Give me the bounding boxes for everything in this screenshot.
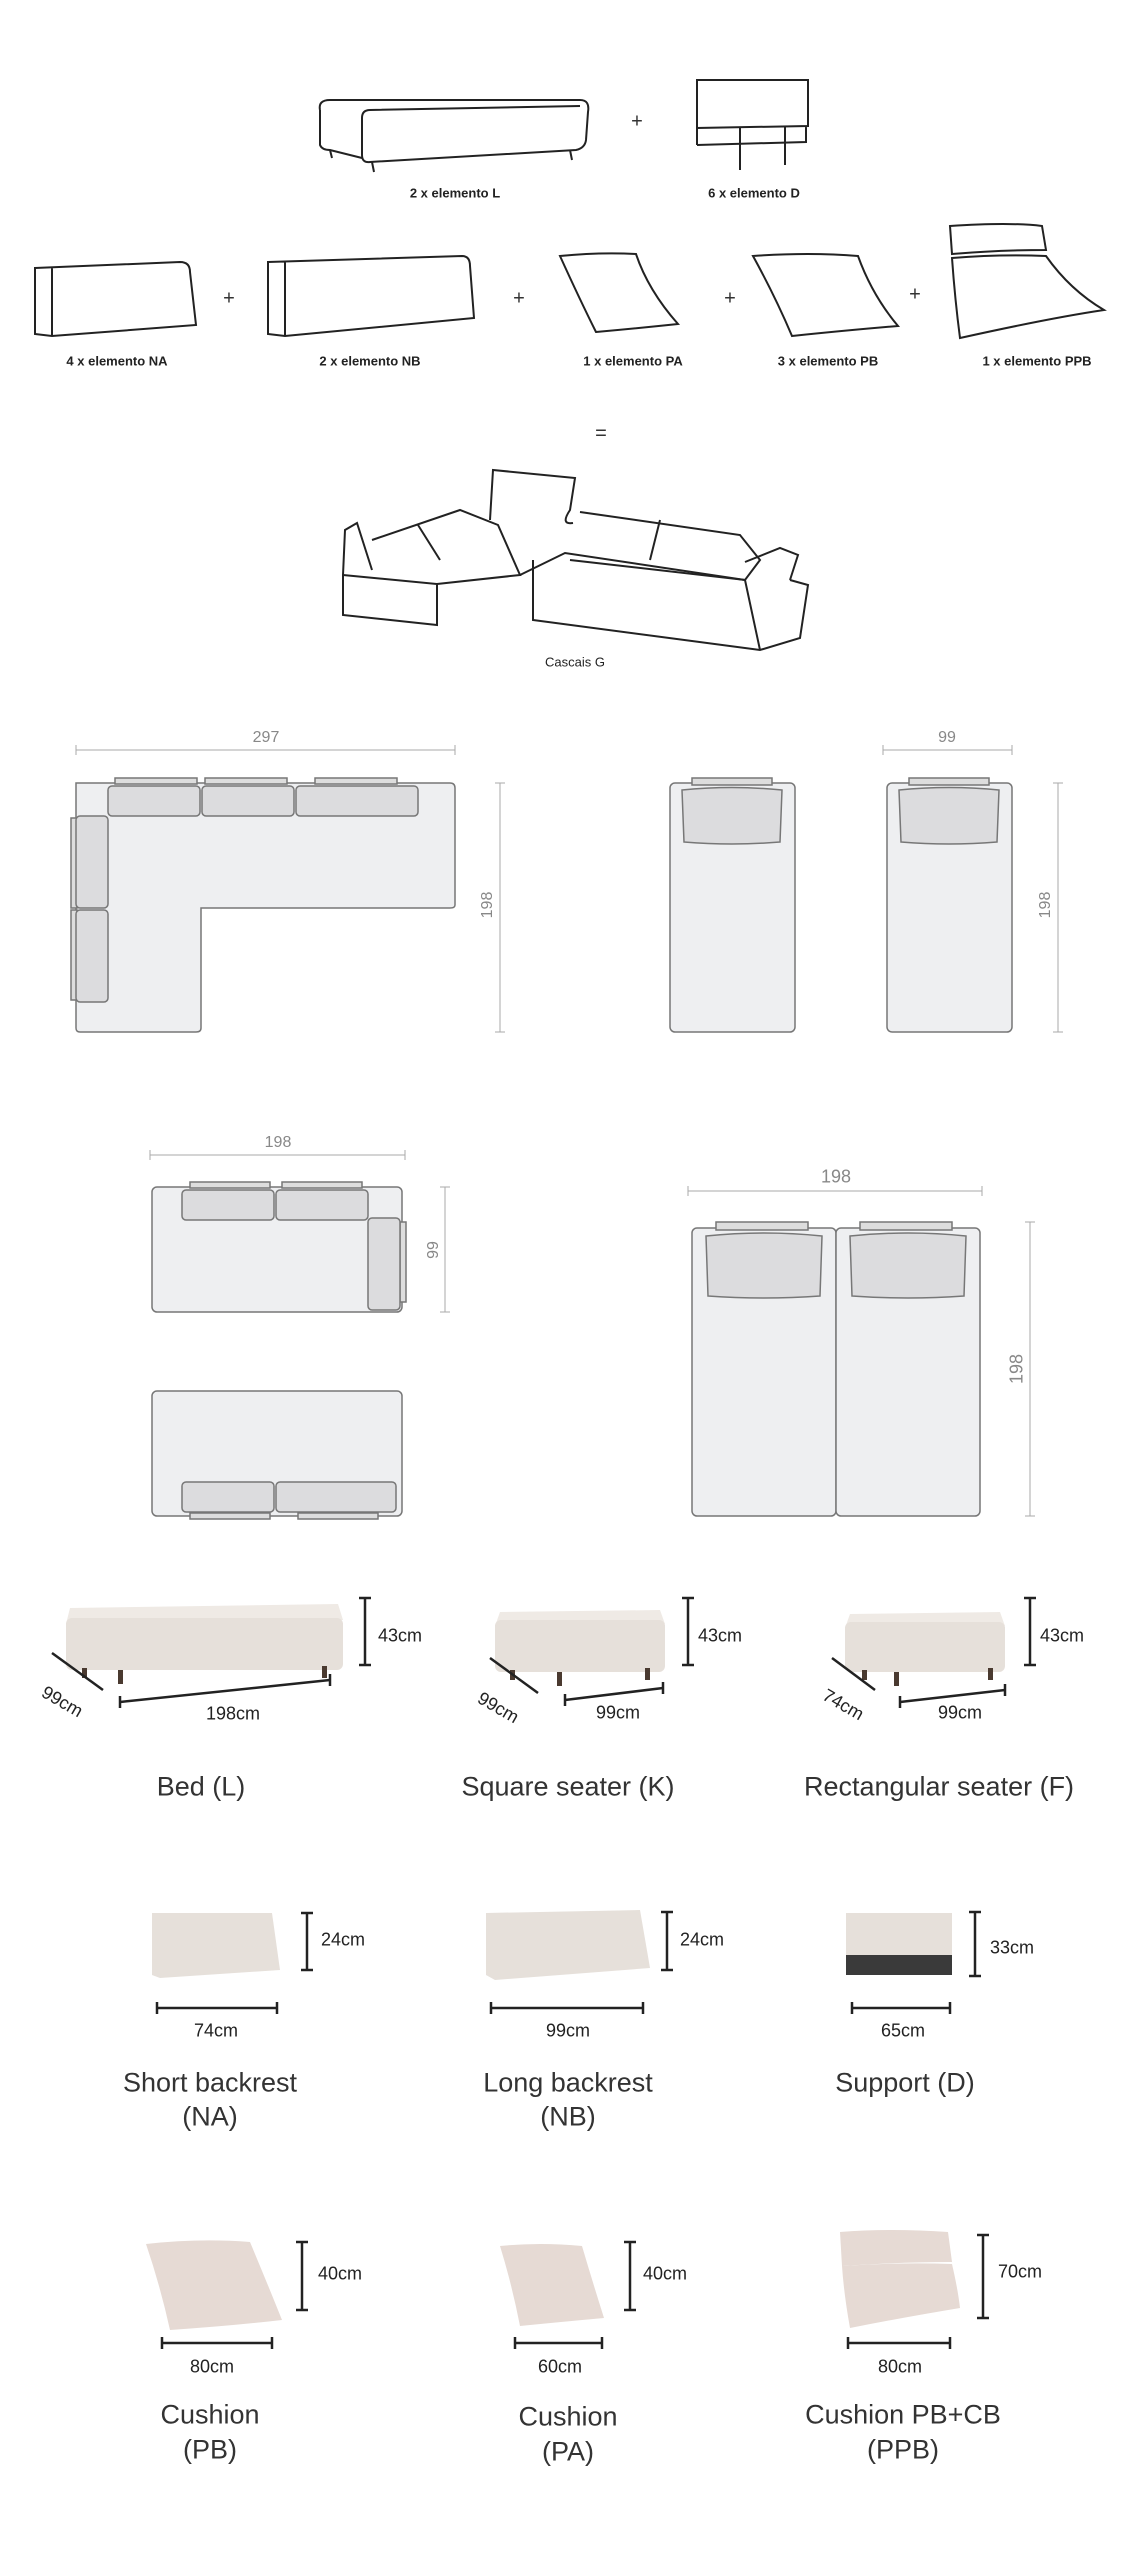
element-na-drawing [34, 260, 198, 338]
bed-l-image [66, 1604, 343, 1684]
support-name: Support (D) [835, 2067, 975, 2098]
long-backrest-height: 24cm [679, 1929, 725, 1950]
cushion-pa-height: 40cm [642, 2263, 688, 2284]
long-backrest-nb-image [486, 1910, 650, 1980]
floorplan-dim-lines-chaise [149, 1150, 450, 1313]
part-label-l: 2 x elemento L [409, 185, 501, 201]
floorplan-dim-lines-singles [882, 745, 1063, 1033]
plus-sign: + [724, 287, 736, 310]
cushion-pa-image [500, 2244, 604, 2326]
part-label-na: 4 x elemento NA [66, 353, 168, 369]
cushion-pa-code: (PA) [542, 2436, 594, 2467]
singles-depth: 198 [1037, 891, 1054, 919]
plus-sign: + [909, 283, 921, 306]
part-label-nb: 2 x elemento NB [319, 353, 421, 369]
l-shape-depth: 198 [479, 891, 496, 919]
bed-height: 43cm [377, 1625, 423, 1646]
long-backrest-name: Long backrest [483, 2067, 653, 2098]
square-seater-height: 43cm [697, 1625, 743, 1646]
rectangular-seater-f-image [845, 1612, 1005, 1686]
equals-sign: = [595, 422, 607, 445]
cushion-pb-image [146, 2240, 282, 2330]
cushion-ppb-code: (PPB) [866, 2434, 940, 2465]
singles-width: 99 [938, 729, 956, 746]
plus-sign: + [513, 287, 525, 310]
support-width: 65cm [880, 2020, 926, 2041]
element-pb-drawing [751, 253, 901, 338]
cushion-ppb-height: 70cm [997, 2261, 1043, 2282]
cushion-ppb-name: Cushion PB+CB [805, 2399, 1001, 2430]
chaise-width: 198 [264, 1134, 292, 1151]
short-backrest-height: 24cm [320, 1929, 366, 1950]
cushion-pb-height: 40cm [317, 2263, 363, 2284]
cascais-g-sofa-drawing [342, 468, 810, 652]
double-depth: 198 [1006, 1353, 1027, 1385]
short-backrest-width: 74cm [193, 2020, 239, 2041]
support-d-image [846, 1913, 952, 1975]
floorplan-singles [669, 777, 1013, 1033]
support-height: 33cm [989, 1937, 1035, 1958]
bed-name: Bed (L) [156, 1771, 246, 1802]
element-d-drawing [696, 79, 809, 170]
short-backrest-na-image [152, 1913, 280, 1978]
floorplan-dim-lines-double [687, 1186, 1035, 1517]
floorplan-l-shape [70, 777, 456, 1033]
floorplan-chaise [151, 1181, 407, 1520]
part-label-pa: 1 x elemento PA [583, 353, 683, 369]
cushion-pb-code: (PB) [183, 2434, 237, 2465]
cushion-dimension-lines [160, 2233, 989, 2349]
double-width: 198 [820, 1166, 852, 1187]
result-label: Cascais G [545, 654, 605, 670]
part-label-d: 6 x elemento D [708, 185, 800, 201]
element-ppb-drawing [948, 223, 1107, 340]
cushion-pa-width: 60cm [537, 2356, 583, 2377]
part-label-pb: 3 x elemento PB [777, 353, 879, 369]
cushion-ppb-width: 80cm [877, 2356, 923, 2377]
part-label-ppb: 1 x elemento PPB [982, 353, 1092, 369]
long-backrest-code: (NB) [540, 2101, 596, 2132]
backrest-dimension-lines [155, 1910, 981, 2014]
element-nb-drawing [267, 254, 476, 338]
square-seater-name: Square seater (K) [461, 1771, 675, 1802]
cushion-pb-width: 80cm [189, 2356, 235, 2377]
l-shape-width: 297 [252, 729, 280, 746]
square-seater-width: 99cm [595, 1702, 641, 1723]
cushion-pa-name: Cushion [518, 2401, 618, 2432]
floorplan-double [691, 1221, 981, 1517]
plus-sign: + [223, 287, 235, 310]
square-seater-k-image [495, 1610, 665, 1686]
chaise-depth: 99 [425, 1241, 442, 1259]
rect-seater-width: 99cm [937, 1702, 983, 1723]
plus-sign: + [631, 110, 643, 133]
floorplan-dim-lines-l [75, 745, 505, 1033]
element-l-drawing [318, 99, 590, 173]
cushion-pb-name: Cushion [160, 2399, 260, 2430]
short-backrest-name: Short backrest [122, 2067, 298, 2098]
bed-width: 198cm [205, 1703, 261, 1724]
element-pa-drawing [558, 252, 681, 334]
rect-seater-name: Rectangular seater (F) [803, 1771, 1075, 1802]
long-backrest-width: 99cm [545, 2020, 591, 2041]
cushion-ppb-image [840, 2230, 960, 2328]
short-backrest-code: (NA) [182, 2101, 238, 2132]
module-dimension-lines [51, 1596, 1036, 1708]
rect-seater-height: 43cm [1039, 1625, 1085, 1646]
